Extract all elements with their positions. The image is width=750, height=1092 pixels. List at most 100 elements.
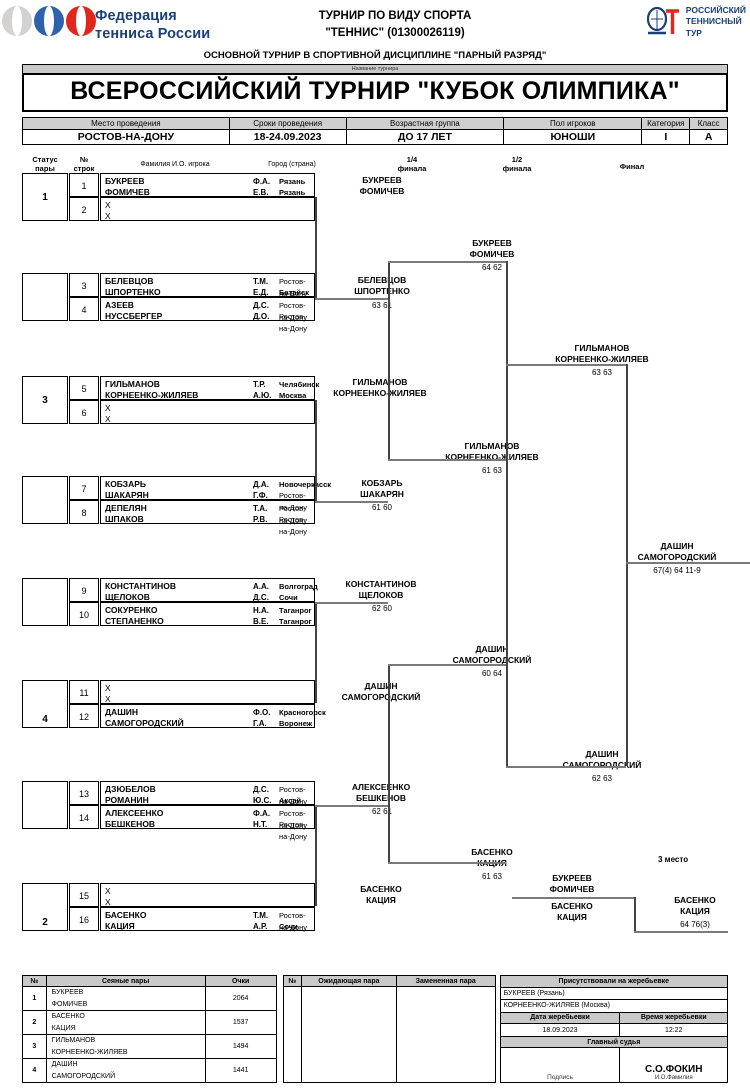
champion-name: ДАШИН САМОГОРОДСКИЙ — [602, 541, 750, 563]
status-cell-9 — [22, 578, 68, 626]
signature-cell[interactable]: Подпись — [499, 1047, 621, 1083]
quarter-winner-5-l1: КОНСТАНТИНОВ — [345, 579, 417, 589]
info-value-class: A — [689, 129, 728, 145]
quarter-winner-4-l2: ШАКАРЯН — [360, 489, 404, 499]
player-init-7b: Г.Ф. — [253, 491, 268, 500]
semi-score-4: 61 63 — [481, 872, 503, 881]
connector-s1 — [388, 261, 390, 459]
player-city-1b: Рязань — [279, 188, 306, 197]
player-init-8a: Т.А. — [253, 504, 268, 513]
final-score-2: 62 63 — [591, 774, 613, 783]
title-block: Название турнира ВСЕРОССИЙСКИЙ ТУРНИР "К… — [22, 64, 728, 112]
bracket-header-semifinal: 1/2 финала — [487, 155, 547, 174]
connector-q1 — [315, 197, 317, 298]
player-name-2b: X — [105, 211, 111, 221]
info-label-category: Категория — [641, 117, 691, 130]
champion-l2: САМОГОРОДСКИЙ — [637, 552, 717, 562]
seeded-row-4b: САМОГОРОДСКИЙ — [23, 1070, 277, 1083]
judge-value-row: Подпись С.О.ФОКИН И.О.Фамилия — [499, 1047, 728, 1083]
quarter-winner-4: КОБЗАРЬ ШАКАРЯН — [322, 478, 442, 500]
quarter-winner-8-l1: БАСЕНКО — [360, 884, 402, 894]
connector-q2 — [315, 400, 317, 501]
waiting-cell-no — [282, 986, 302, 1083]
player-init-10b: В.Е. — [253, 617, 269, 626]
player-init-3a: Т.М. — [253, 277, 269, 286]
seeded-pts-4: 1441 — [204, 1058, 277, 1083]
player-city-4b: Ростов-на-Дону — [279, 312, 308, 333]
draw-time-label: Время жеребьевки — [619, 1011, 728, 1025]
player-name-13b: РОМАНИН — [105, 795, 149, 805]
draw-datetime-label-row: Дата жеребьевки Время жеребьевки — [499, 1011, 728, 1025]
player-city-7a: Новочеркасск — [279, 480, 332, 489]
quarter-score-4: 61 60 — [371, 503, 393, 512]
connector-s2b-out — [388, 862, 506, 864]
player-init-9b: Д.С. — [253, 593, 269, 602]
player-init-4b: Д.О. — [253, 312, 270, 321]
champion-l1: ДАШИН — [660, 541, 694, 551]
quarter-score-7: 62 61 — [371, 807, 393, 816]
attendance-person-row-2: КОРНЕЕНКО-ЖИЛЯЕВ (Москва) — [499, 999, 729, 1013]
num-cell-11: 11 — [69, 680, 99, 704]
semi-winner-2: ГИЛЬМАНОВ КОРНЕЕНКО-ЖИЛЯЕВ — [422, 441, 562, 463]
player-init-13a: Д.С. — [253, 785, 269, 794]
third-place-connector-out — [634, 931, 728, 933]
quarter-l1: 1/4 — [406, 155, 418, 164]
seeded-row-1: 1 БУКРЕЕВ 2064 — [22, 986, 277, 1011]
connector-q4-out — [315, 805, 388, 807]
seeded-pairs-table: № Сеяные пары Очки 1 БУКРЕЕВ 2064 ФОМИЧЕ… — [22, 975, 277, 1083]
quarter-winner-2: БЕЛЕВЦОВ ШПОРТЕНКО — [322, 275, 442, 297]
player-name-7b: ШАКАРЯН — [105, 490, 149, 500]
seeded-header-pairs: Сеяные пары — [45, 975, 206, 987]
connector-q3 — [315, 602, 317, 703]
waiting-cell-replaced — [395, 986, 496, 1083]
semi-l1: 1/2 — [511, 155, 523, 164]
player-city-12a: Красногорск — [279, 708, 326, 717]
info-label-agegroup: Возрастная группа — [345, 117, 505, 130]
quarter-winner-4-l1: КОБЗАРЬ — [361, 478, 403, 488]
champion-score: 67(4) 64 11-9 — [653, 566, 701, 575]
pair-row-9: КОНСТАНТИНОВ ЩЕЛОКОВ А.А. Д.С. Волгоград… — [100, 578, 318, 602]
discipline-line: ОСНОВНОЙ ТУРНИР В СПОРТИВНОЙ ДИСЦИПЛИНЕ … — [203, 50, 547, 61]
quarter-winner-3-l1: ГИЛЬМАНОВ — [352, 377, 408, 387]
player-city-14b: Ростов-на-Дону — [279, 820, 308, 841]
player-init-16b: А.Р. — [253, 922, 268, 931]
info-value-category: I — [641, 129, 691, 145]
quarter-winner-1: БУКРЕЕВ ФОМИЧЕВ — [322, 175, 442, 197]
third-place-winner-l2: КАЦИЯ — [680, 906, 710, 916]
tournament-type: ТУРНИР ПО ВИДУ СПОРТА "ТЕННИС" (01300026… — [265, 8, 525, 43]
player-city-10b: Таганрог — [279, 617, 312, 626]
player-city-9b: Сочи — [279, 593, 298, 602]
player-name-6a: X — [105, 403, 111, 413]
player-name-7a: КОБЗАРЬ — [105, 479, 147, 489]
num-cell-16: 16 — [69, 907, 99, 931]
third-place-pair1: БУКРЕЕВ ФОМИЧЕВ — [512, 873, 632, 895]
num-cell-2: 2 — [69, 197, 99, 221]
player-city-16b: Сочи — [279, 922, 298, 931]
bracket-header-status: Статус пары — [22, 155, 68, 174]
tennis-ball-icon-blue — [34, 6, 64, 36]
player-init-5a: Т.Р. — [253, 380, 266, 389]
quarter-winner-7-l2: БЕШКЕНОВ — [355, 793, 407, 803]
attendance-person-2: КОРНЕЕНКО-ЖИЛЯЕВ (Москва) — [499, 999, 729, 1013]
final-entrant-2: ДАШИН САМОГОРОДСКИЙ — [527, 749, 677, 771]
player-name-13a: ДЗЮБЕЛОВ — [105, 784, 156, 794]
player-city-13b: Аксай — [279, 796, 302, 805]
rtt-line1: РОССИЙСКИЙ — [685, 5, 746, 15]
semi-score-3: 60 64 — [481, 669, 503, 678]
third-place-pair1-l1: БУКРЕЕВ — [552, 873, 592, 883]
judge-label-row: Главный судья — [499, 1035, 729, 1049]
seeded-row-3: 3 ГИЛЬМАНОВ 1494 — [22, 1034, 277, 1059]
page-header: Федерация тенниса России ТУРНИР ПО ВИДУ … — [0, 0, 750, 48]
quarter-winner-8-l2: КАЦИЯ — [366, 895, 396, 905]
player-init-9a: А.А. — [253, 582, 269, 591]
pair-row-12: ДАШИН САМОГОРОДСКИЙ Ф.О. Г.А. Красногорс… — [100, 704, 326, 728]
semi-score-1: 64 62 — [481, 263, 503, 272]
num-cell-7: 7 — [69, 476, 99, 500]
player-name-15a: X — [105, 886, 111, 896]
player-init-16a: Т.М. — [253, 911, 269, 920]
num-cell-4: 4 — [69, 297, 99, 321]
status-cell-7 — [22, 476, 68, 524]
attendance-person-1: БУКРЕЕВ (Рязань) — [499, 986, 729, 1001]
connector-q2-out — [315, 501, 388, 503]
player-city-4a: Ростов-на-Дону — [279, 301, 308, 322]
